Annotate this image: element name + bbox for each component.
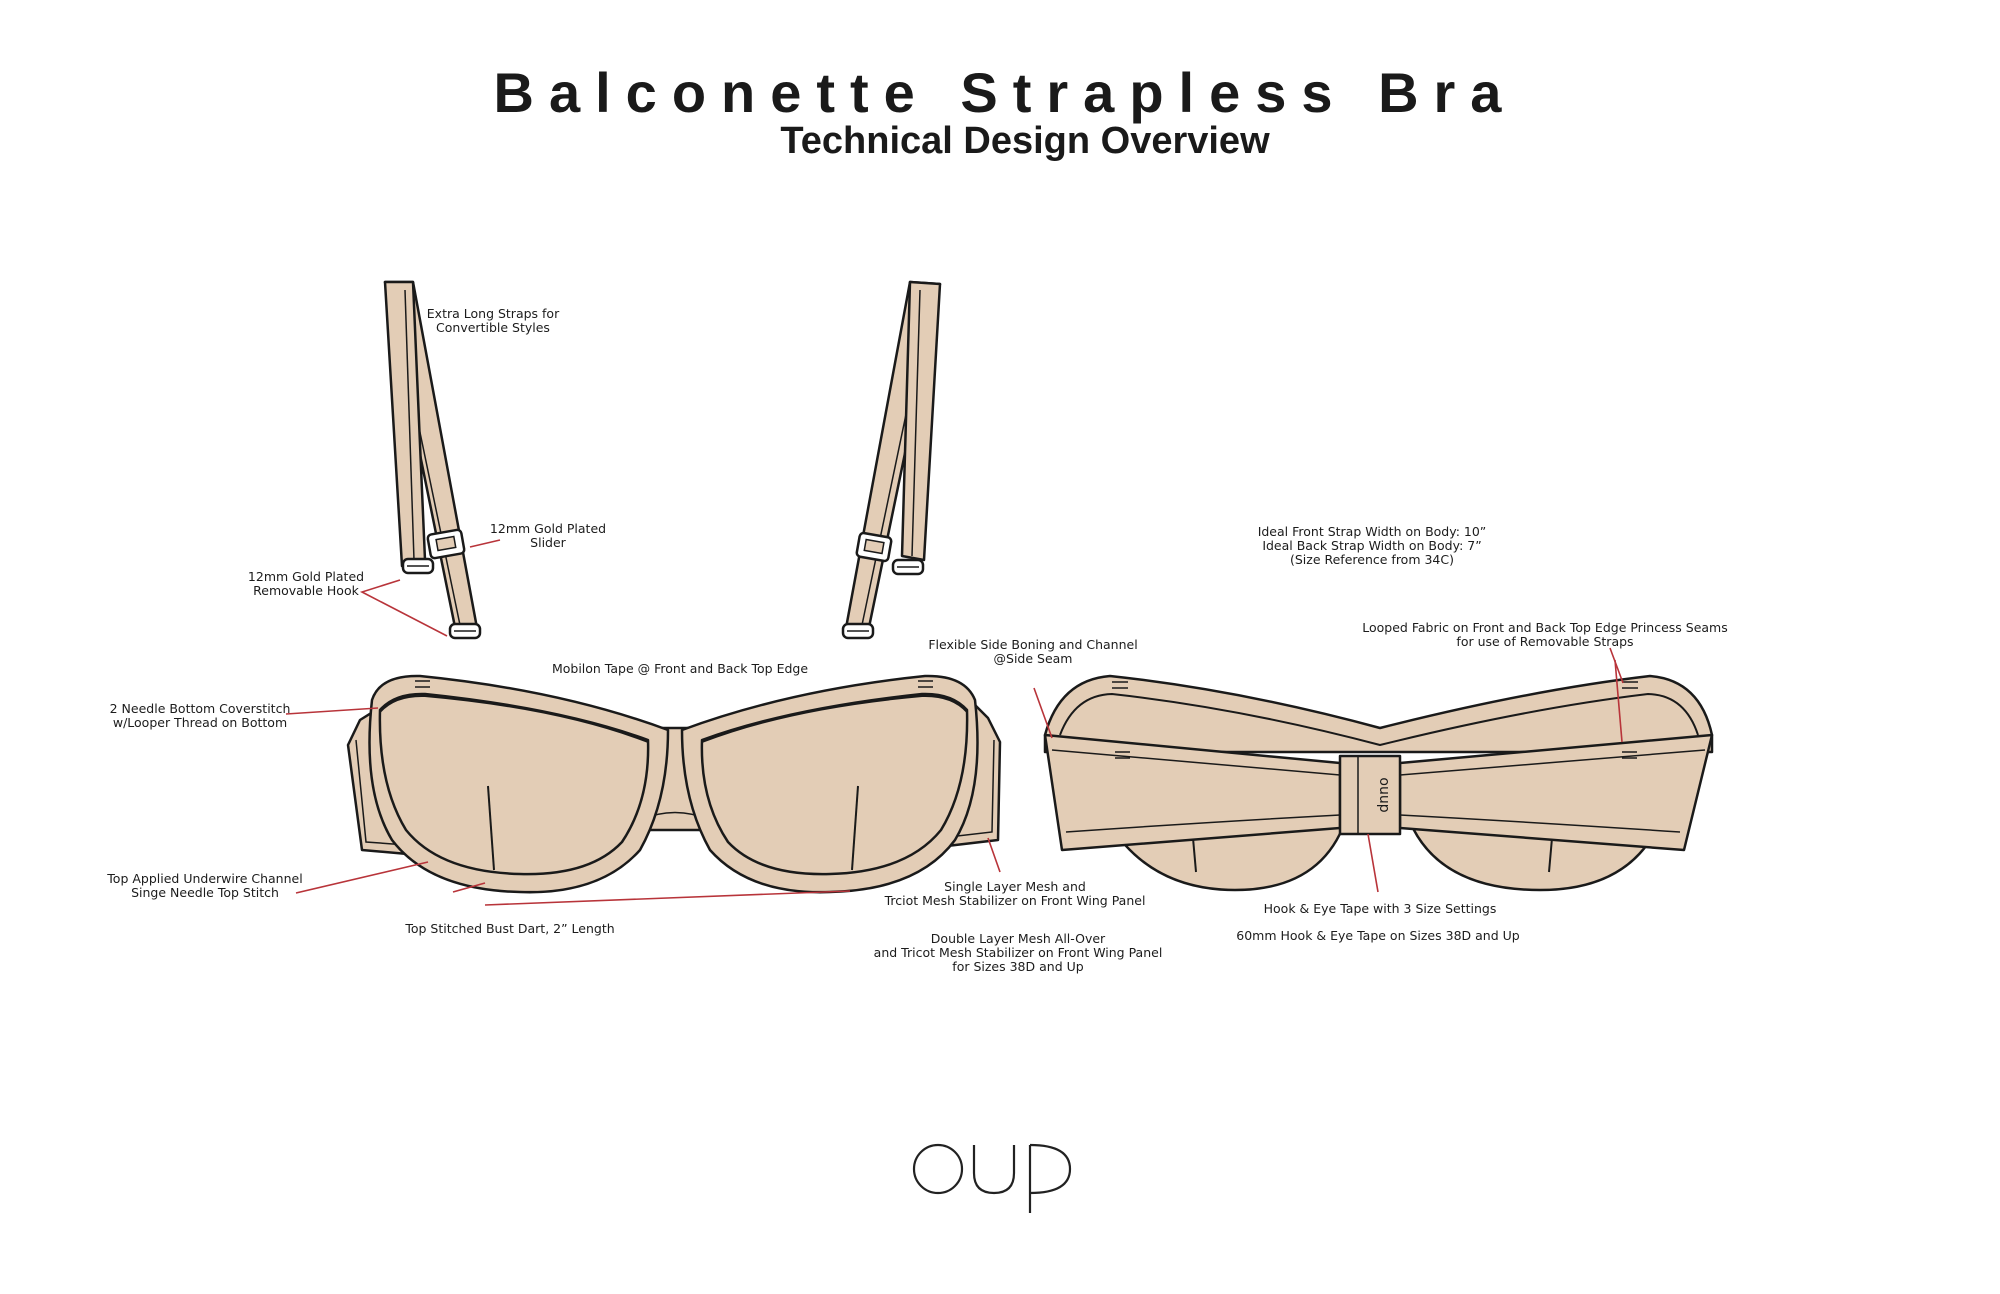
callout-coverstitch: 2 Needle Bottom Coverstitch w/Looper Thr… [109, 701, 291, 730]
callout-slider: 12mm Gold Plated Slider [489, 521, 607, 550]
callout-strap-width: Ideal Front Strap Width on Body: 10” Ide… [1257, 524, 1487, 567]
hook-eye-tape [1338, 754, 1402, 836]
page-subtitle: Technical Design Overview [780, 120, 1270, 162]
callout-dart: Top Stitched Bust Dart, 2” Length [405, 921, 615, 936]
callout-mobilon: Mobilon Tape @ Front and Back Top Edge [551, 661, 809, 676]
right-strap [841, 280, 942, 640]
callout-hook-eye: Hook & Eye Tape with 3 Size Settings [1263, 901, 1497, 916]
callout-single-mesh: Single Layer Mesh and Trciot Mesh Stabil… [884, 879, 1146, 908]
callout-double-mesh: Double Layer Mesh All-Over and Tricot Me… [873, 931, 1163, 974]
callout-straps: Extra Long Straps for Convertible Styles [426, 306, 560, 335]
callout-looped: Looped Fabric on Front and Back Top Edge… [1362, 620, 1728, 649]
callout-boning: Flexible Side Boning and Channel @Side S… [928, 637, 1138, 666]
svg-text:ouup: ouup [1376, 777, 1392, 812]
front-view-bra [346, 674, 1002, 894]
page-title: Balconette Strapless Bra [493, 61, 1517, 124]
left-strap [383, 280, 482, 640]
ouup-logo [912, 1143, 1072, 1213]
callout-hook: 12mm Gold Plated Removable Hook [247, 569, 365, 598]
back-view-bra: ouup [1043, 674, 1714, 892]
callout-underwire: Top Applied Underwire Channel Singe Need… [107, 871, 303, 900]
callout-hook-eye-60: 60mm Hook & Eye Tape on Sizes 38D and Up [1236, 928, 1520, 943]
leader-lines [285, 539, 1624, 906]
